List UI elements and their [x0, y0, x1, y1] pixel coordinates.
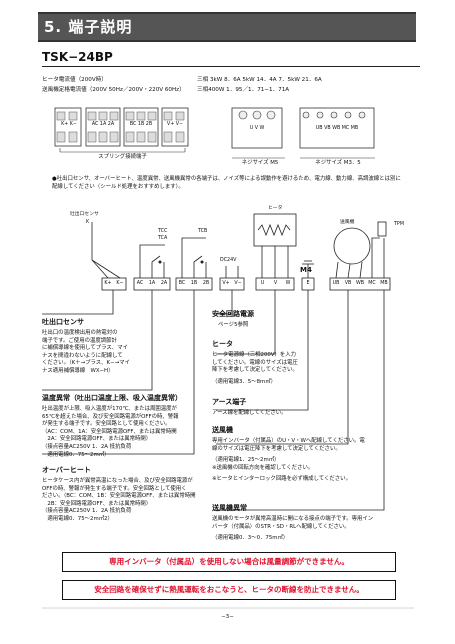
terminal-u: U	[260, 281, 265, 286]
earth-heading: アース端子	[212, 398, 247, 406]
terminal-v: V	[273, 281, 278, 286]
earth-desc: アース線を配線してください。	[212, 410, 287, 416]
heater-label: ヒータ	[268, 206, 283, 211]
heater-line: 降下を考慮して決定してください。	[212, 367, 298, 374]
temp-alarm-line: が発生する端子です。安全回路として使用ください。	[42, 421, 171, 428]
temp-alarm-line: 2A：安全回路電源OFF、または異常時閉）	[42, 436, 152, 443]
model-underline	[42, 66, 420, 67]
tcb-label: TCB	[198, 229, 208, 234]
heater-desc: ヒータ電源線（三相200V）を入力 してください。電線のサイズは電圧 降下を考慮…	[212, 352, 298, 386]
terminal-e: E	[306, 281, 310, 286]
tca-label: TCA	[158, 236, 168, 241]
terminal-ac: AC	[136, 281, 144, 286]
screw-m5-label: ネジサイズ M5	[241, 160, 279, 166]
sensor-desc: 吐出口の温度検出用の熱電対の 端子です。ご使用の温度調節計 に補償導線を使用して…	[42, 330, 130, 376]
fan-terminal: UB VB WB MC MB	[315, 126, 359, 131]
terminal-mc: MC	[368, 281, 376, 286]
temp-alarm-line: （AC：COM、1A：安全回路電源OFF、または異常時開	[42, 428, 177, 435]
terminal-bc: BC	[178, 281, 186, 286]
spring-terminal-label: スプリング接続端子	[98, 154, 147, 160]
sensor-line: 吐出口の温度検出用の熱電対の	[42, 330, 118, 336]
spring-terminal-k: K+ K−	[61, 122, 77, 127]
fan-line: （適用電線1．25〜2m㎡）	[212, 457, 280, 464]
section-header: 5. 端子説明	[38, 12, 416, 42]
sensor-line: ください。（K＋→プラス、K−→マイ	[42, 360, 130, 367]
screw-m35-label: ネジサイズ M3．5	[315, 160, 361, 166]
spec-three-phase: 三相 3kW 8．6A 5kW 14．4A 7．5kW 21．6A	[197, 77, 322, 83]
fan-alarm-line: 送風機のモータが異常高温時に開になる接点の端子です。専用イン	[212, 516, 374, 522]
temp-alarm-line: 65℃を超えた場合、及び安全回路電源がOFFの時、警報	[42, 413, 179, 420]
fan-desc: 専用インバータ（付属品）のU・V・Wへ配線してください。電 線のサイズは電圧降下…	[212, 438, 365, 484]
fan-alarm-line: （適用電線0．3〜0．75m㎡）	[212, 535, 289, 542]
fan-alarm-line: バータ（付属品）のSTR・SD・RLへ配線してください。	[212, 523, 350, 530]
fan-alarm-desc: 送風機のモータが異常高温時に開になる接点の端子です。専用イン バータ（付属品）の…	[212, 516, 373, 543]
terminal-vb: VB	[344, 281, 352, 286]
terminal-wb: WB	[355, 281, 365, 286]
spring-terminal-v: V+ V−	[166, 122, 184, 127]
sensor-line: に補償導線を使用してプラス、マイ	[42, 345, 128, 352]
sensor-line: ナス適用補償導線 WX−H）	[42, 367, 114, 374]
temp-alarm-line: 吐出温度が上限、吸入温度が170℃、または周囲温度が	[42, 406, 177, 412]
heater-line: ヒータ電源線（三相200V）を入力	[212, 352, 297, 358]
temp-alarm-line: 適用電線0．75〜2m㎡）	[42, 451, 110, 458]
fan-line: ※ヒータとインターロック回路を必ず構成してください。	[212, 476, 351, 483]
warning-inverter: 専用インバータ（付属品）を使用しない場合は風量調節ができません。	[62, 552, 396, 572]
heater-line: してください。電線のサイズは電圧	[212, 359, 298, 366]
temp-alarm-heading: 温度異常（吐出口温度上限、吸入温度異常）	[42, 394, 182, 402]
terminal-v-minus: V−	[234, 281, 242, 286]
overheat-line: 適用電線0．75〜2m㎡2）	[42, 515, 113, 522]
sensor-heading: 吐出口センサ	[42, 318, 84, 326]
overheat-line: 2B：安全回路電源OFF、または異常時閉）	[42, 500, 152, 507]
heater-line: （適用電線3．5〜8m㎡）	[212, 378, 277, 385]
tcc-label: TCC	[158, 229, 168, 234]
tpm-label: TPM	[394, 222, 404, 227]
terminal-1a: 1A	[148, 281, 156, 286]
terminal-w: W	[285, 281, 291, 286]
overheat-line: OFFの時、警報が発生する端子です。安全回路として使用く	[42, 485, 187, 492]
safety-power-heading: 安全回路電源	[212, 310, 254, 318]
terminal-v-plus: V+	[222, 281, 230, 286]
overheat-line: （接点容量AC250V 1．2A 抵抗負荷	[42, 508, 132, 515]
uvw-terminal: U V W	[249, 126, 265, 131]
sensor-label: 吐出口センサ	[70, 212, 99, 217]
temp-alarm-line: （接点容量AC250V 1．2A 抵抗負荷	[42, 443, 132, 450]
section-title: 5. 端子説明	[44, 18, 133, 36]
terminal-mb: MB	[380, 281, 388, 286]
sensor-line: 端子です。ご使用の温度調節計	[42, 337, 117, 344]
fan-line: 線のサイズは電圧降下を考慮して決定してください。	[212, 445, 341, 452]
page-number: −3−	[221, 614, 234, 620]
spec-fan-current: 送風機定格電流値（200V 50Hz／200V・220V 60Hz）	[42, 87, 185, 93]
overheat-line: ヒータケース内が異常高温になった場合、及び安全回路電源が	[42, 478, 193, 484]
fan-alarm-heading: 送風機異常	[212, 504, 247, 512]
spec-three-phase-400: 三相400W 1．95／1．71−1．71A	[197, 87, 290, 93]
spring-terminal-a: AC 1A 2A	[91, 122, 115, 127]
heater-heading: ヒータ	[212, 340, 233, 348]
warning-safety: 安全回路を確保せずに熱風運転をおこなうと、ヒータの断線を防止できません。	[62, 580, 396, 600]
spring-terminal-b: BC 1B 2B	[129, 122, 153, 127]
sensor-line: ナスを間違わないように配線して	[42, 352, 123, 359]
spec-heater-current: ヒータ電流値（200V時）	[42, 77, 107, 83]
terminal-ub: UB	[332, 281, 340, 286]
fan-line: ※送風機の回転方向を確認してください。	[212, 464, 314, 471]
fan-line: 専用インバータ（付属品）のU・V・Wへ配線してください。電	[212, 438, 365, 444]
wiring-note: ●吐出口センサ、オーバーヒート、温度異常、送風機異常の各端子は、ノイズ等による誤…	[52, 176, 401, 190]
dc24v-label: DC24V	[220, 258, 237, 263]
fan-heading: 送風機	[212, 426, 233, 434]
overheat-line: ださい。（BC：COM、1B：安全回路電源OFF、または異常時開	[42, 493, 196, 500]
safety-power-desc: ページ5参照	[218, 322, 249, 328]
terminal-2a: 2A	[160, 281, 168, 286]
fan-label: 送風機	[340, 220, 355, 225]
overheat-heading: オーバーヒート	[42, 466, 91, 474]
terminal-k-plus: K+	[104, 281, 112, 286]
terminal-2b: 2B	[202, 281, 210, 286]
m4-label: M4	[300, 266, 312, 274]
overheat-desc: ヒータケース内が異常高温になった場合、及び安全回路電源が OFFの時、警報が発生…	[42, 478, 196, 524]
terminal-1b: 1B	[190, 281, 198, 286]
terminal-k-minus: K−	[116, 281, 124, 286]
k-label: K	[86, 220, 90, 225]
model-name: TSK−24BP	[42, 50, 113, 64]
temp-alarm-desc: 吐出温度が上限、吸入温度が170℃、または周囲温度が 65℃を超えた場合、及び安…	[42, 406, 179, 459]
